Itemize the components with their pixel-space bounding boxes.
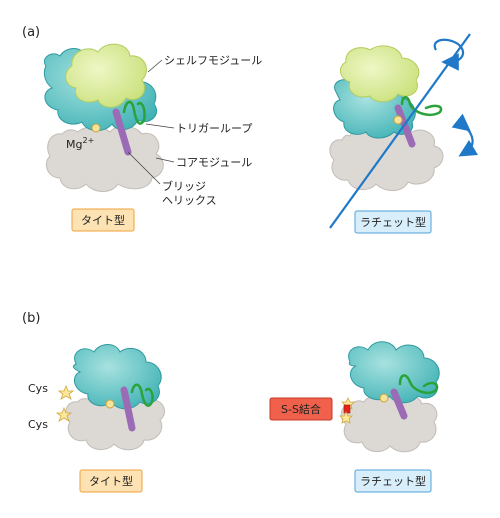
tag-ss-bond: S-S結合 bbox=[269, 397, 333, 421]
trigger-loop-shape-b-ratchet bbox=[398, 374, 439, 394]
teal-module-shape-b-ratchet bbox=[348, 341, 440, 404]
bridge-helix-bar bbox=[112, 108, 132, 156]
core-module-shape bbox=[45, 125, 164, 192]
trigger-loop-label: トリガーループ bbox=[176, 122, 252, 135]
cys-star-bottom bbox=[55, 406, 73, 422]
bridge-helix-bar-ratchet bbox=[394, 104, 416, 148]
tag-tight-b: タイト型 bbox=[79, 469, 143, 493]
teal-module-shape-b bbox=[72, 344, 162, 410]
cys-label-top: Cys bbox=[28, 382, 48, 395]
bridge-helix-bar-b-ratchet bbox=[390, 388, 408, 420]
tag-ratchet-a: ラチェット型 bbox=[354, 210, 432, 234]
tag-tight-a: タイト型 bbox=[71, 208, 135, 232]
a-ratchet-structure bbox=[329, 45, 444, 191]
cys-star-top bbox=[57, 384, 75, 400]
trigger-leader bbox=[145, 123, 175, 129]
ss-bond-mark bbox=[343, 404, 351, 414]
mg-ion-b-ratchet bbox=[379, 393, 389, 403]
core-module-label: コアモジュール bbox=[176, 156, 252, 169]
shelf-module-shape bbox=[65, 43, 147, 108]
bridge-helix-label-2: ヘリックス bbox=[162, 194, 217, 207]
shelf-leader bbox=[147, 59, 163, 73]
bridge-helix-bar-b bbox=[120, 386, 136, 432]
svg-text:タイト型: タイト型 bbox=[81, 213, 125, 227]
svg-text:S-S結合: S-S結合 bbox=[281, 402, 321, 416]
cys-label-bottom: Cys bbox=[28, 418, 48, 431]
svg-text:ラチェット型: ラチェット型 bbox=[360, 215, 426, 229]
core-leader bbox=[155, 157, 175, 163]
b-ratchet-structure bbox=[339, 341, 440, 453]
panel-b-label: (b) bbox=[22, 311, 40, 326]
mg-label: Mg2+ bbox=[66, 136, 94, 151]
trigger-loop-shape bbox=[122, 100, 146, 125]
mg-ion bbox=[91, 123, 101, 133]
trigger-loop-shape-ratchet bbox=[400, 96, 443, 116]
bridge-helix-label-1: ブリッジ bbox=[162, 179, 206, 193]
panel-a-label: (a) bbox=[22, 25, 40, 40]
rotation-arrow-right bbox=[451, 113, 479, 157]
core-module-shape-b-ratchet bbox=[340, 394, 438, 453]
mg-ion-b bbox=[105, 399, 115, 409]
rotation-arrow-top bbox=[433, 38, 465, 71]
b-tight-structure bbox=[55, 344, 165, 451]
tag-ratchet-b: ラチェット型 bbox=[354, 469, 432, 493]
trigger-loop-shape-b bbox=[130, 383, 154, 407]
a-tight-structure bbox=[43, 43, 164, 192]
svg-text:ラチェット型: ラチェット型 bbox=[360, 474, 426, 488]
shelf-module-label: シェルフモジュール bbox=[164, 54, 262, 67]
ss-star-bottom bbox=[339, 411, 353, 424]
shelf-module-shape-ratchet bbox=[340, 45, 420, 103]
svg-text:タイト型: タイト型 bbox=[89, 474, 133, 488]
bridge-leader bbox=[127, 151, 161, 185]
mg-ion-ratchet bbox=[393, 115, 403, 125]
